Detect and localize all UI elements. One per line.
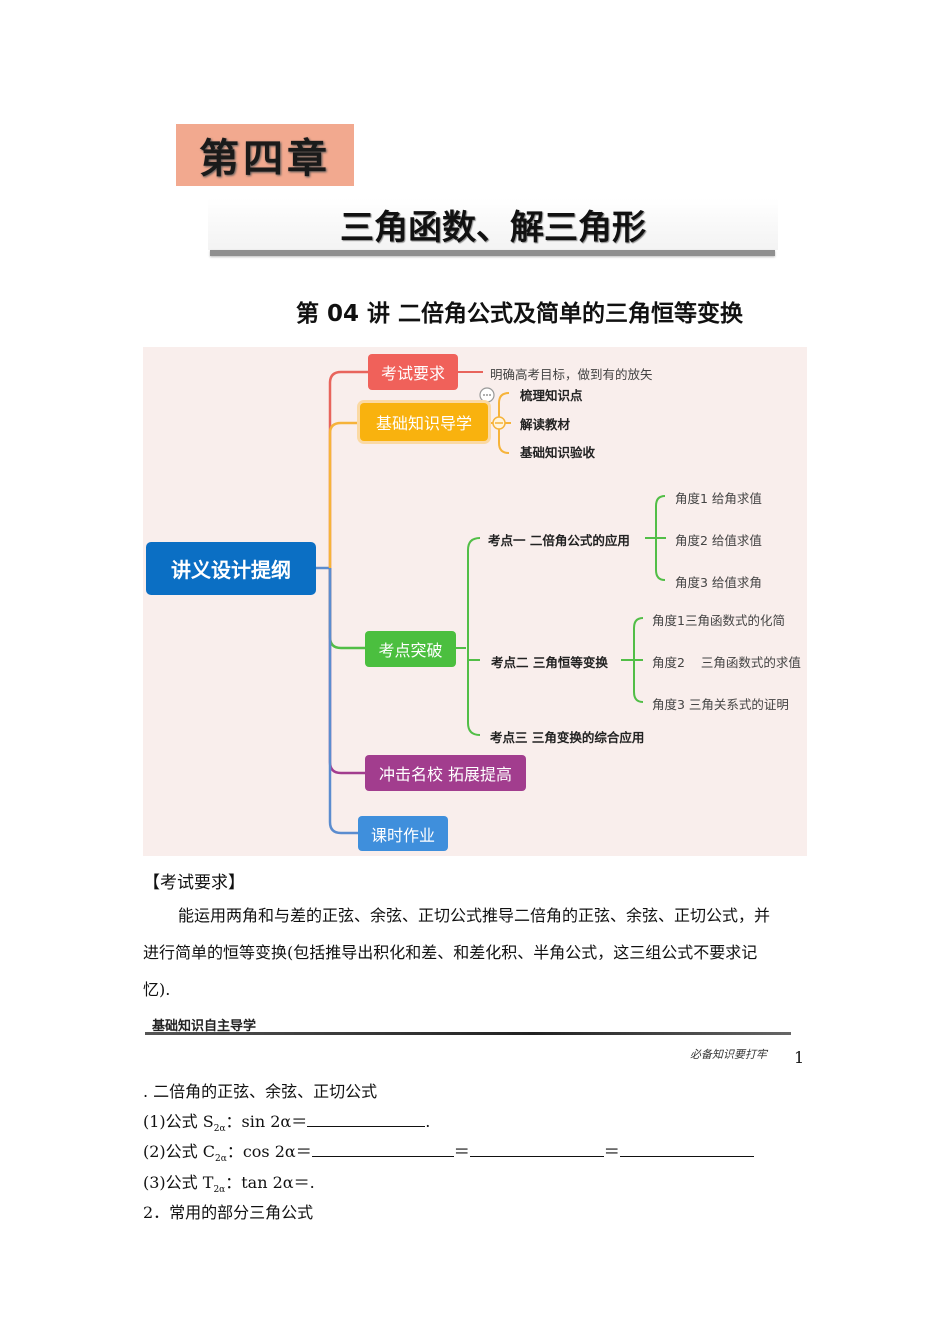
exam-requirements-heading: 【考试要求】 [143,873,245,893]
formula-2-body: ：cos 2α＝ [226,1142,312,1161]
formula-1-sub: 2α [213,1124,226,1135]
mindmap-point-1[interactable]: 考点一 二倍角公式的应用 [488,533,630,548]
formula-3-prefix: (3)公式 T [143,1173,214,1192]
mindmap-leaf-basic-2[interactable]: 解读教材 [520,417,571,432]
formula-sin-double: (1)公式 S2α：sin 2α＝. [143,1108,430,1134]
mindmap-leaf-point1-1[interactable]: 角度1 给角求值 [675,491,762,506]
mindmap-root-node[interactable]: 讲义设计提纲 [146,542,316,595]
mindmap-leaf-point2-2[interactable]: 角度2 三角函数式的求值 [652,655,801,670]
formula-2-eq-1: ＝ [453,1142,470,1161]
mindmap-leaf-point1-3[interactable]: 角度3 给值求角 [675,575,762,590]
mindmap-edges [316,370,666,835]
edge-point2-children [621,617,644,703]
formula-2-blank-2[interactable] [469,1142,604,1157]
edge-basic [328,421,365,568]
exam-requirements-line-3: 忆). [143,980,171,999]
edge-advanced [328,568,365,775]
mindmap-note-exam: 明确高考目标，做到有的放矢 [490,367,653,382]
formula-1-prefix: (1)公式 S [143,1112,214,1131]
formula-3-body: ：tan 2α＝. [225,1173,315,1192]
formula-2-sub: 2α [215,1154,227,1165]
edge-exam [328,370,368,568]
section-bar-tag: 必备知识要打牢 [690,1048,767,1061]
subject-banner: 三角函数、解三角形 [208,198,778,250]
formula-3-sub: 2α [213,1185,226,1196]
formula-2-blank-1[interactable] [311,1142,454,1157]
formula-1-body: ：sin 2α＝ [225,1112,308,1131]
edge-point1-children [645,495,666,581]
page-number: 1 [794,1048,805,1067]
mindmap-leaf-basic-1[interactable]: 梳理知识点 [520,388,583,403]
edge-breakthrough [328,568,365,650]
formula-1-end: . [425,1112,431,1131]
formula-2-prefix: (2)公式 C [143,1142,215,1161]
formula-2-eq-2: ＝ [603,1142,620,1161]
chapter-badge: 第四章 [176,124,354,186]
subject-divider [210,250,775,256]
formula-tan-double: (3)公式 T2α：tan 2α＝. [143,1169,315,1195]
mindmap-leaf-point2-3[interactable]: 角度3 三角关系式的证明 [652,697,789,712]
mindmap-point-2[interactable]: 考点二 三角恒等变换 [491,655,608,670]
mindmap-node-basic[interactable]: 基础知识导学 [360,403,488,441]
item-1-title: . 二倍角的正弦、余弦、正切公式 [143,1082,378,1101]
formula-cos-double: (2)公式 C2α：cos 2α＝ ＝ ＝ [143,1138,754,1164]
section-bar-divider [145,1032,791,1035]
mindmap-point-3[interactable]: 考点三 三角变换的综合应用 [490,730,645,745]
exam-requirements-line-1: 能运用两角和与差的正弦、余弦、正切公式推导二倍角的正弦、余弦、正切公式，并 [178,906,771,925]
exam-requirements-line-2: 进行简单的恒等变换(包括推导出积化和差、和差化积、半角公式，这三组公式不要求记 [143,943,758,962]
item-2-title: 2．常用的部分三角公式 [143,1203,314,1222]
formula-2-blank-3[interactable] [619,1142,754,1157]
mindmap-node-breakthrough[interactable]: 考点突破 [365,631,456,667]
mindmap-node-homework[interactable]: 课时作业 [358,816,448,851]
section-bar-label: 基础知识自主导学 [152,1019,257,1034]
mindmap-leaf-point2-1[interactable]: 角度1三角函数式的化简 [652,613,785,628]
mindmap-node-exam[interactable]: 考试要求 [368,354,458,390]
mindmap-outline: 讲义设计提纲 考试要求 明确高考目标，做到有的放矢 基础知识导学 梳理知识点 解… [143,347,807,856]
mindmap-leaf-point1-2[interactable]: 角度2 给值求值 [675,533,762,548]
formula-1-blank[interactable] [307,1112,426,1127]
edge-homework [328,568,358,835]
mindmap-leaf-basic-3[interactable]: 基础知识验收 [520,445,596,460]
edge-breakthrough-points [456,537,481,736]
mindmap-node-advanced[interactable]: 冲击名校 拓展提高 [365,755,526,791]
lecture-title: 第 04 讲 二倍角公式及简单的三角恒等变换 [296,301,744,327]
